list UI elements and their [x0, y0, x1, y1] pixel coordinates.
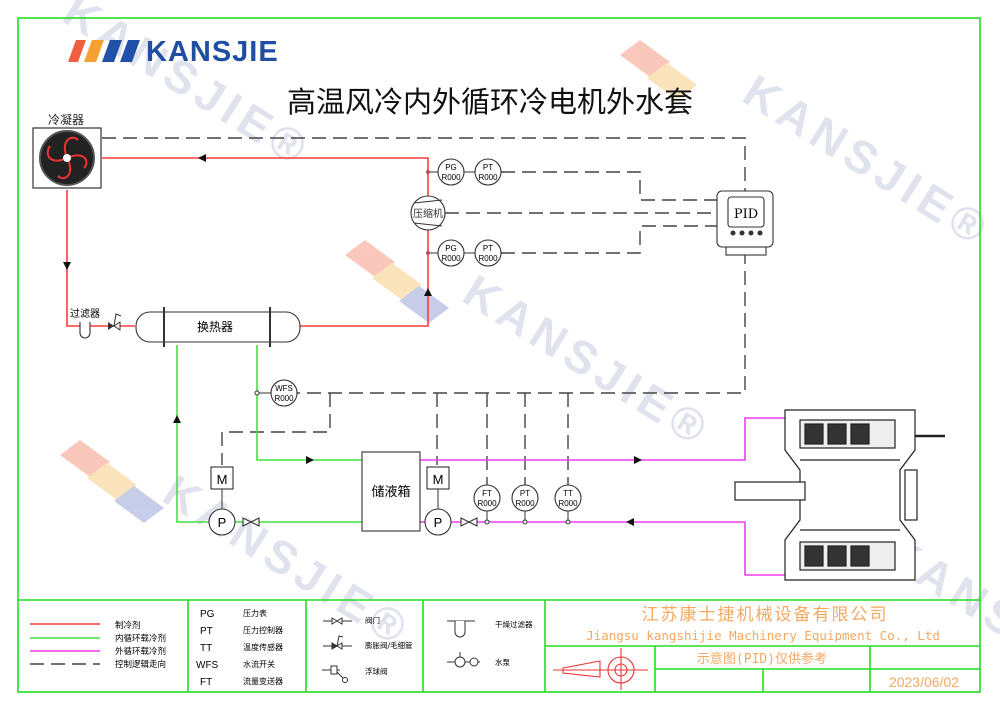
legend-symbol-label: 膨胀阀/毛细管 [365, 640, 413, 650]
drawing-date: 2023/06/02 [889, 674, 959, 690]
instrument-tag: WFS [275, 384, 293, 393]
control-lines [102, 137, 746, 485]
legend-abbr: PT [200, 626, 213, 637]
legend-desc: 压力控制器 [243, 625, 283, 635]
expansion-valve-icon [331, 642, 338, 650]
float-valve-icon [330, 665, 338, 675]
tank: 储液箱 [361, 451, 421, 532]
heat-exchanger: 换热器 [135, 307, 301, 347]
instrument-id: R000 [274, 394, 294, 403]
instrument-tag: TT [563, 489, 573, 498]
legend-label: 内循环载冷剂 [115, 633, 166, 644]
dryer-filter-icon [454, 621, 466, 638]
heat-exchanger-label: 换热器 [197, 320, 233, 334]
instrument-pg-bottom: PG R000 [437, 239, 475, 267]
motor-label: M [217, 472, 228, 487]
legend-desc: 温度传感器 [243, 642, 283, 652]
pump-label: P [434, 515, 443, 530]
brand-logo: KANSJIE [68, 36, 279, 68]
legend-desc: 压力表 [243, 608, 267, 618]
valve-icon [460, 517, 478, 527]
motor-water-jacket [734, 409, 945, 581]
instrument-tag: PT [483, 163, 493, 172]
instrument-ft: FT R000 [473, 484, 501, 520]
legend-symbol-label: 水泵 [495, 657, 510, 667]
instrument-tag: PG [445, 163, 457, 172]
instrument-id: R000 [478, 173, 498, 182]
legend-abbr: PG [200, 609, 215, 620]
compressor-label: 压缩机 [413, 207, 443, 220]
pid-controller: PID [716, 190, 774, 256]
outer-loop-lines [420, 417, 790, 576]
instrument-tt: TT R000 [554, 484, 582, 520]
page-title: 高温风冷内外循环冷电机外水套 [287, 85, 693, 119]
instrument-pt-bottom: PT R000 [474, 239, 502, 267]
instrument-pt-top: PT R000 [474, 158, 502, 186]
pump-label: P [218, 515, 227, 530]
disclaimer-note: 示意图(PID)仅供参考 [697, 651, 827, 667]
company-name-cn: 江苏康士捷机械设备有限公司 [642, 605, 889, 625]
instrument-tag: PT [483, 244, 493, 253]
legend-abbr: FT [200, 677, 212, 688]
valve-icon [331, 617, 343, 625]
instrument-id: R000 [441, 254, 461, 263]
filter-label: 过滤器 [70, 307, 100, 320]
legend-symbol-label: 浮球阀 [365, 666, 388, 676]
company-name-en: Jiangsu kangshijie Machinery Equipment C… [586, 628, 940, 643]
instrument-id: R000 [558, 499, 578, 508]
projection-symbol-icon [553, 648, 648, 690]
legend-symbol-label: 阀门 [365, 616, 380, 625]
refrigerant-lines [63, 154, 438, 327]
instrument-wfs: WFS R000 [254, 379, 298, 407]
legend-abbr: TT [200, 643, 212, 654]
filter: 过滤器 [70, 307, 100, 339]
tank-label: 储液箱 [371, 484, 410, 500]
instrument-pt-outer: PT R000 [511, 484, 539, 520]
instrument-tag: PT [520, 489, 530, 498]
legend-label: 控制逻辑走向 [115, 659, 166, 670]
watermark: KANSJIE® [735, 64, 1000, 257]
legend-desc: 水流开关 [243, 659, 275, 669]
pid-label: PID [734, 207, 758, 222]
instrument-tag: PG [445, 244, 457, 253]
legend-label: 外循环载冷剂 [115, 646, 166, 657]
instrument-id: R000 [477, 499, 497, 508]
legend: 制冷剂 内循环载冷剂 外循环载冷剂 控制逻辑走向 PG PT TT WFS FT… [18, 599, 980, 692]
instrument-id: R000 [478, 254, 498, 263]
instrument-tag: FT [482, 489, 492, 498]
compressor: 压缩机 [410, 195, 446, 231]
instrument-id: R000 [441, 173, 461, 182]
condenser-label: 冷凝器 [48, 112, 84, 127]
outer-pump: M P [424, 466, 452, 536]
legend-desc: 流量变送器 [243, 676, 283, 686]
instrument-id: R000 [515, 499, 535, 508]
motor-label: M [433, 472, 444, 487]
instrument-pg-top: PG R000 [437, 158, 475, 186]
drawing-border [17, 17, 981, 693]
legend-symbol-label: 干燥过滤器 [495, 619, 533, 629]
valve-icon [242, 517, 260, 527]
water-pump-icon [454, 656, 466, 668]
condenser: 冷凝器 [32, 112, 102, 189]
brand-name: KANSJIE [146, 36, 279, 68]
title-block: 江苏康士捷机械设备有限公司 Jiangsu kangshijie Machine… [545, 605, 980, 692]
expansion-valve-icon [108, 313, 122, 331]
legend-abbr: WFS [196, 660, 219, 671]
watermark: KANSJIE® [455, 264, 721, 457]
inner-pump: M P [208, 466, 236, 536]
legend-label: 制冷剂 [115, 620, 141, 631]
